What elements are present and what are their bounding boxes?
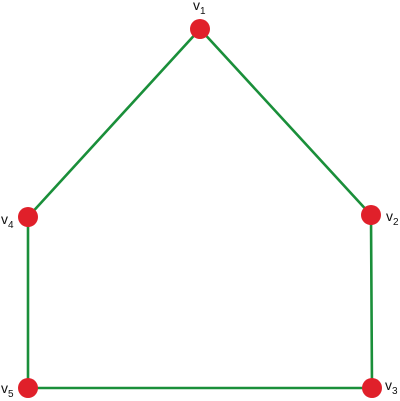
vertex-label-v4-base: v xyxy=(1,211,8,227)
vertex-label-v4-sub: 4 xyxy=(8,220,14,231)
vertex-label-v4: v4 xyxy=(1,211,14,231)
vertex-label-v3-base: v xyxy=(385,377,392,393)
vertex-label-v3-sub: 3 xyxy=(392,386,398,397)
vertex-v5 xyxy=(18,378,38,398)
vertex-label-v2-base: v xyxy=(386,208,393,224)
edge-v1-v2 xyxy=(198,27,373,217)
vertices-layer xyxy=(18,19,382,398)
vertex-label-v1-sub: 1 xyxy=(200,6,206,17)
edge-v2-v3 xyxy=(369,213,374,390)
vertex-label-v5-base: v xyxy=(1,380,8,396)
vertex-v4 xyxy=(18,207,38,227)
vertex-label-v5-sub: 5 xyxy=(8,389,14,400)
vertex-label-v2-sub: 2 xyxy=(393,217,399,228)
edges-layer xyxy=(26,27,374,390)
vertex-label-v2: v2 xyxy=(386,208,399,228)
vertex-v3 xyxy=(362,378,382,398)
vertex-label-v5: v5 xyxy=(1,380,14,400)
vertex-label-v1-base: v xyxy=(193,0,200,13)
vertex-label-v3: v3 xyxy=(385,377,398,397)
vertex-label-v1: v1 xyxy=(193,0,206,17)
edge-v4-v1 xyxy=(26,27,202,219)
vertex-v2 xyxy=(361,205,381,225)
vertex-v1 xyxy=(190,19,210,39)
